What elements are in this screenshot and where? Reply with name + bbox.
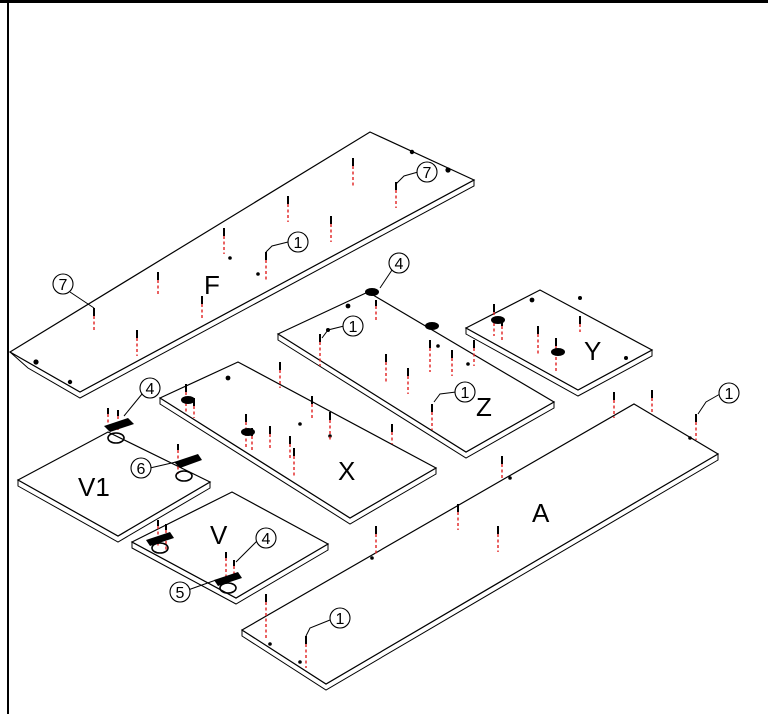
- callout-4-panel-v1: 4: [123, 377, 161, 417]
- callout-number: 4: [146, 381, 155, 398]
- panel-v1: [16, 431, 212, 543]
- panel-y: [464, 289, 654, 397]
- callout-number: 4: [395, 256, 404, 273]
- panel-f: [8, 131, 476, 399]
- callout-1-panel-f: 1: [265, 231, 309, 253]
- callout-number: 1: [294, 235, 303, 252]
- panel-v-hardware: [146, 520, 242, 594]
- callout-number: 7: [423, 165, 432, 182]
- panel-v1-hardware: [104, 408, 202, 482]
- callout-4-panel-v: 4: [235, 527, 277, 563]
- callout-number: 1: [336, 611, 345, 628]
- callout-4-panel-z: 4: [379, 252, 410, 289]
- panel-label-a: A: [532, 498, 550, 528]
- callout-1-panel-z-bottom: 1: [433, 381, 476, 403]
- panel-a-dowels: [265, 390, 697, 668]
- panel-label-y: Y: [584, 336, 601, 366]
- panel-label-x: X: [338, 456, 355, 486]
- callout-7-left: 7: [52, 273, 95, 309]
- callout-7-top: 7: [395, 161, 438, 185]
- panel-a: [240, 403, 720, 691]
- callout-number: 1: [725, 386, 734, 403]
- callout-1-panel-a-right: 1: [697, 382, 740, 415]
- callout-number: 5: [176, 585, 185, 602]
- callout-number: 4: [262, 531, 271, 548]
- panel-y-dowels: [491, 304, 581, 372]
- panel-label-v1: V1: [78, 472, 110, 502]
- callout-number: 1: [349, 319, 358, 336]
- callout-number: 6: [137, 461, 146, 478]
- callout-5: 5: [169, 579, 217, 603]
- panel-v: [130, 491, 330, 605]
- panel-label-z: Z: [476, 392, 492, 422]
- callout-6: 6: [130, 457, 177, 479]
- panel-f-dowels: [93, 158, 397, 356]
- callout-number: 1: [461, 385, 470, 402]
- panel-label-v: V: [210, 520, 228, 550]
- panel-z-dowels: [319, 288, 475, 430]
- callout-number: 7: [59, 277, 68, 294]
- panel-label-f: F: [204, 270, 220, 300]
- panel-x: [158, 361, 438, 525]
- panel-x-dowels: [181, 362, 393, 478]
- callout-1-panel-z-top: 1: [321, 315, 364, 339]
- callout-1-panel-a-left: 1: [305, 607, 351, 637]
